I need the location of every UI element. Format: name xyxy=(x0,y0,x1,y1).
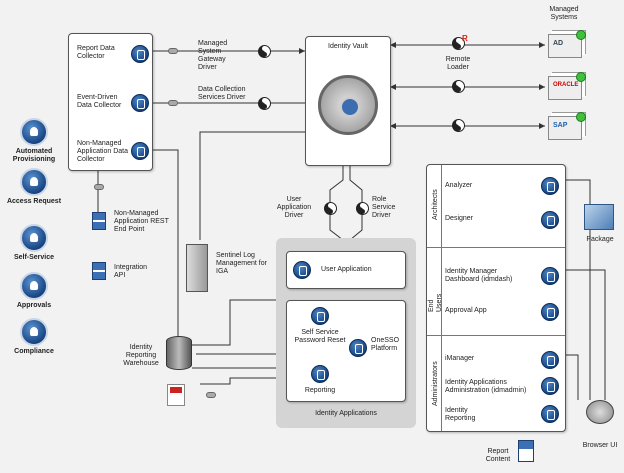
analyzer-icon xyxy=(541,177,559,195)
connector-icon xyxy=(168,48,178,54)
automated-provisioning-icon xyxy=(20,118,48,146)
feature-label: Automated Provisioning xyxy=(12,148,56,163)
non-managed-collector-icon xyxy=(131,142,149,160)
designer-icon xyxy=(541,211,559,229)
feature-label: Access Request xyxy=(6,198,62,205)
identity-vault-box: Identity Vault xyxy=(305,36,391,166)
reporting-icon xyxy=(311,365,329,383)
onesso-icon xyxy=(349,339,367,357)
designer-label: Designer xyxy=(445,215,474,222)
users-panel: Architects End Users Administrators Anal… xyxy=(426,164,566,432)
connector-icon xyxy=(206,392,216,398)
report-content-label: Report Content xyxy=(485,448,511,463)
dashboard-label: Identity Manager Dashboard (idmdash) xyxy=(445,268,513,283)
identity-applications-panel: User Application Self Service Password R… xyxy=(276,238,416,428)
sspr-lock-icon xyxy=(311,307,329,325)
status-green-icon xyxy=(576,112,586,122)
approval-app-icon xyxy=(541,303,559,321)
vault-icon xyxy=(318,75,378,135)
status-green-icon xyxy=(576,30,586,40)
identity-reporting-label: Identity Reporting xyxy=(445,407,476,422)
analyzer-label: Analyzer xyxy=(445,182,473,189)
rest-endpoint-label: Non-Managed Application REST End Point xyxy=(114,210,169,233)
package-label: Package xyxy=(586,236,614,243)
driver-yinyang-icon xyxy=(258,45,271,58)
browser-ui-label: Browser UI xyxy=(582,442,618,449)
non-managed-collector-label: Non-Managed Application Data Collector xyxy=(77,140,128,163)
driver-yinyang-icon xyxy=(452,119,465,132)
imanager-icon xyxy=(541,351,559,369)
identity-vault-label: Identity Vault xyxy=(328,43,368,50)
reporting-label: Reporting xyxy=(304,387,336,394)
driver-yinyang-icon xyxy=(356,202,369,215)
feature-label: Compliance xyxy=(14,348,54,355)
package-icon xyxy=(584,204,614,230)
data-collectors-box: Report Data Collector Event-Driven Data … xyxy=(68,33,153,171)
idmadmin-label: Identity Applications Administration (id… xyxy=(445,379,527,394)
self-service-icon xyxy=(20,224,48,252)
imanager-label: iManager xyxy=(445,355,475,362)
feature-label: Approvals xyxy=(16,302,52,309)
report-collector-icon xyxy=(131,45,149,63)
remote-loader-label: Remote Loader xyxy=(445,56,471,71)
event-driven-collector-label: Event-Driven Data Collector xyxy=(77,94,122,109)
user-app-driver-label: User Application Driver xyxy=(276,196,312,219)
integration-api-book-icon xyxy=(92,262,106,280)
status-green-icon xyxy=(576,72,586,82)
access-request-icon xyxy=(20,168,48,196)
connector-icon xyxy=(94,184,104,190)
managed-systems-label: Managed Systems xyxy=(549,6,579,21)
user-application-box: User Application xyxy=(286,251,406,289)
integration-api-label: Integration API xyxy=(114,264,148,279)
dashboard-icon xyxy=(541,267,559,285)
onesso-label: OneSSO Platform xyxy=(371,337,400,352)
driver-yinyang-icon xyxy=(258,97,271,110)
user-application-icon xyxy=(293,261,311,279)
warehouse-database-icon xyxy=(166,336,192,370)
sentinel-server-icon xyxy=(186,244,208,292)
identity-applications-title: Identity Applications xyxy=(315,410,377,417)
warehouse-label: Identity Reporting Warehouse xyxy=(123,344,159,367)
sspr-label: Self Service Password Reset xyxy=(294,329,346,344)
rest-endpoint-book-icon xyxy=(92,212,106,230)
remote-loader-icon xyxy=(452,37,465,50)
driver-yinyang-icon xyxy=(452,80,465,93)
user-application-label: User Application xyxy=(321,266,372,273)
dcs-driver-label: Data Collection Services Driver xyxy=(198,86,246,101)
connector-icon xyxy=(168,100,178,106)
browser-ui-icon xyxy=(586,400,614,424)
feature-label: Self-Service xyxy=(13,254,55,261)
ad-system-icon: AD xyxy=(548,34,582,58)
architects-label: Architects xyxy=(432,189,439,220)
driver-yinyang-icon xyxy=(324,202,337,215)
event-driven-collector-icon xyxy=(131,94,149,112)
msg-driver-label: Managed System Gateway Driver xyxy=(198,40,228,71)
identity-reporting-icon xyxy=(541,405,559,423)
approvals-icon xyxy=(20,272,48,300)
remote-r-icon: R xyxy=(462,34,468,43)
role-driver-label: Role Service Driver xyxy=(372,196,396,219)
approval-app-label: Approval App xyxy=(445,307,487,314)
sentinel-label: Sentinel Log Management for IGA xyxy=(216,252,267,275)
sspr-reporting-box: Self Service Password Reset OneSSO Platf… xyxy=(286,300,406,402)
pdf-file-icon xyxy=(167,384,185,406)
end-users-label: End Users xyxy=(428,293,443,312)
idmadmin-icon xyxy=(541,377,559,395)
compliance-icon xyxy=(20,318,48,346)
report-data-collector-label: Report Data Collector xyxy=(77,45,115,60)
administrators-label: Administrators xyxy=(432,361,439,406)
report-content-icon xyxy=(518,440,534,462)
